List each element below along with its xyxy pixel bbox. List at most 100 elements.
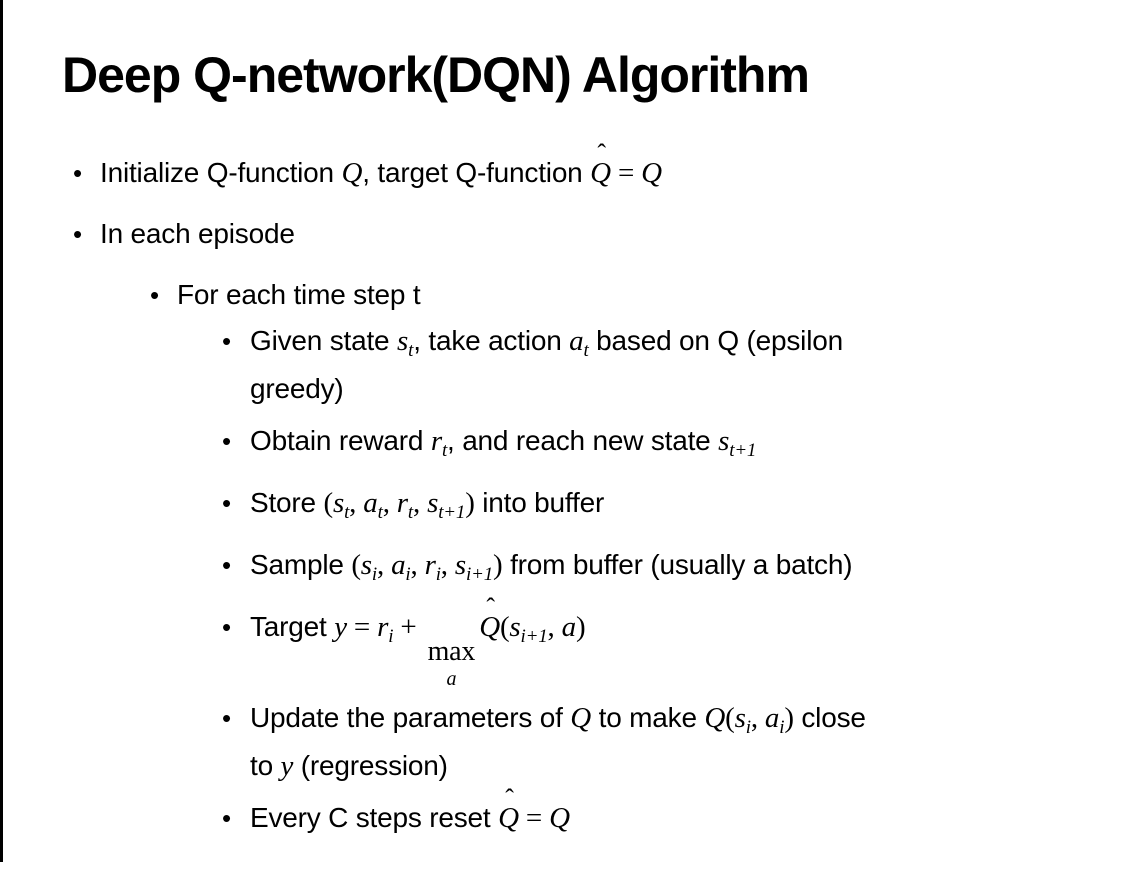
- bullet-marker: •: [222, 803, 231, 833]
- bullet-marker: •: [73, 158, 82, 188]
- text-segment: Store: [250, 487, 324, 518]
- math-segment: ): [784, 702, 794, 734]
- math-segment: r: [424, 549, 436, 581]
- math-segment: i: [388, 626, 394, 647]
- math-max-label: max: [427, 636, 476, 667]
- text-segment: , and reach new state: [447, 425, 719, 456]
- math-segment: i: [371, 564, 377, 585]
- bullet-marker: •: [222, 488, 231, 518]
- bullet-item: •In each episode: [73, 215, 1124, 253]
- math-segment: i+1: [466, 564, 494, 585]
- text-segment: Target: [250, 611, 335, 642]
- bullet-item: •Update the parameters of Q to make Q(si…: [222, 699, 1124, 785]
- math-q-hat-base: Q: [498, 802, 519, 834]
- math-segment: (: [323, 487, 334, 519]
- text-segment: , target Q-function: [362, 157, 591, 188]
- text-segment: Obtain reward: [250, 425, 431, 456]
- math-segment: =: [346, 611, 378, 643]
- math-segment: a: [363, 487, 378, 519]
- bullet-content: Sample (si, ai, ri, si+1) from buffer (u…: [250, 546, 853, 594]
- math-segment: ): [575, 611, 586, 643]
- math-segment: =: [518, 802, 550, 834]
- math-segment: ,: [750, 702, 765, 734]
- math-segment: =: [610, 157, 642, 189]
- math-segment: ,: [440, 549, 455, 581]
- hat-accent: ˆ: [505, 784, 514, 813]
- text-segment: Given state: [250, 325, 398, 356]
- text-segment: close: [793, 702, 866, 733]
- math-segment: y: [280, 750, 294, 782]
- math-segment: s: [734, 702, 746, 734]
- math-segment: y: [334, 611, 347, 643]
- text-segment: Initialize Q-function: [100, 157, 342, 188]
- math-segment: s: [718, 425, 730, 457]
- bullet-content: Obtain reward rt, and reach new state st…: [250, 422, 756, 470]
- math-segment: i: [405, 564, 411, 585]
- math-segment: i: [779, 717, 785, 738]
- math-segment: s: [509, 611, 521, 643]
- math-segment: r: [396, 487, 408, 519]
- math-segment: ,: [349, 487, 364, 519]
- bullet-marker: •: [150, 280, 159, 310]
- math-segment: s: [427, 487, 439, 519]
- slide-left-border: [0, 0, 3, 862]
- hat-accent: ˆ: [486, 593, 495, 622]
- math-segment: i: [745, 717, 751, 738]
- bullet-content: For each time step t: [177, 276, 421, 314]
- bullet-item: • Initialize Q-function Q , target Q-funct…: [73, 141, 1124, 192]
- math-segment: Q: [641, 157, 662, 189]
- bullet-marker: •: [222, 612, 231, 642]
- slide-content: Deep Q-network(DQN) Algorithm • Initializ…: [62, 47, 1124, 837]
- text-segment: For each time step t: [177, 279, 421, 310]
- math-segment: (: [351, 549, 361, 581]
- math-segment: +: [393, 611, 424, 643]
- text-segment: into buffer: [474, 487, 605, 518]
- bullet-marker: •: [222, 550, 231, 580]
- math-segment: a: [569, 325, 584, 357]
- math-segment: ,: [547, 611, 562, 643]
- bullet-item: •Given state st, take action at based on…: [222, 322, 1124, 408]
- math-segment: s: [360, 549, 372, 581]
- text-segment: based on Q (epsilon: [588, 325, 843, 356]
- math-segment: ,: [376, 549, 392, 581]
- math-segment: ,: [412, 487, 428, 519]
- text-segment: to: [250, 750, 281, 781]
- math-segment: s: [397, 325, 409, 357]
- math-segment: ): [465, 487, 475, 519]
- bullet-item: • Sample (si, ai, ri, si+1) from buffer (…: [222, 546, 1124, 594]
- text-segment: (regression): [293, 750, 448, 781]
- math-segment: t: [377, 502, 383, 523]
- bullet-content: In each episode: [100, 215, 295, 253]
- math-segment: a: [561, 611, 577, 643]
- math-segment: s: [332, 487, 345, 519]
- math-segment: t+1: [438, 502, 466, 523]
- text-segment: Sample: [250, 549, 352, 580]
- math-segment: t: [441, 440, 448, 461]
- math-segment: i: [435, 564, 441, 585]
- text-segment: Every C steps reset: [250, 802, 499, 833]
- math-segment: Q: [549, 802, 570, 834]
- math-segment: t+1: [729, 440, 757, 461]
- bullet-content: Initialize Q-function Q , target Q-functi…: [100, 141, 662, 192]
- text-segment: , take action: [413, 325, 570, 356]
- hat-accent: ˆ: [597, 139, 606, 168]
- bullet-marker: •: [222, 326, 231, 356]
- math-segment: Q: [570, 702, 592, 734]
- math-q-hat-base: Q: [479, 611, 500, 643]
- bullet-content: Store (st, at, rt, st+1) into buffer: [250, 484, 604, 532]
- bullet-item: •Obtain reward rt, and reach new state s…: [222, 422, 1124, 470]
- math-segment: t: [408, 340, 414, 361]
- bullet-item: • For each time step t: [150, 276, 1124, 314]
- math-segment: ,: [410, 549, 425, 581]
- math-segment: s: [454, 549, 466, 581]
- slide-title: Deep Q-network(DQN) Algorithm: [62, 47, 810, 103]
- math-max-under-arg: a: [446, 668, 457, 690]
- math-segment: t: [583, 340, 589, 361]
